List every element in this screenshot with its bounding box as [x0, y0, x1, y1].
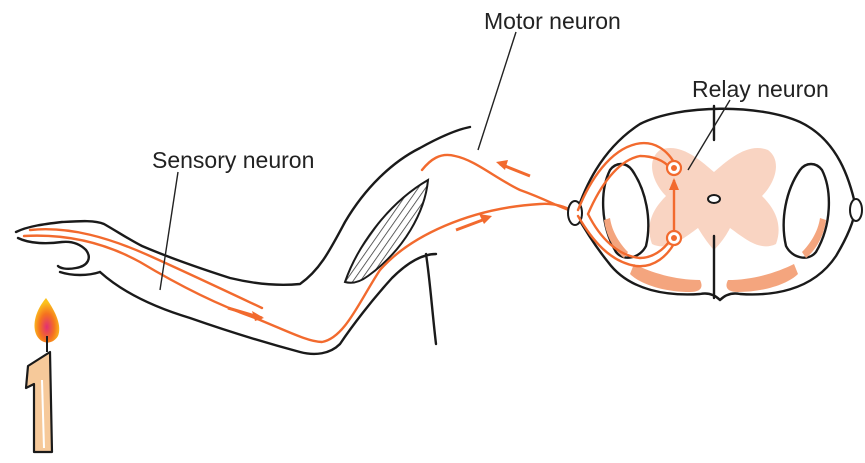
- nerve-pathways: [24, 155, 575, 342]
- candle-stimulus: [26, 298, 59, 452]
- torso-outline: [426, 254, 436, 344]
- central-canal: [708, 195, 720, 203]
- motor-synapse-dot: [671, 165, 677, 171]
- sensory-neuron-label: Sensory neuron: [152, 147, 314, 173]
- spinal-cord-cross-section: [568, 106, 862, 300]
- biceps-muscle: [345, 180, 428, 283]
- ventral-horn-right: [726, 264, 798, 292]
- arrow-icon: [479, 214, 492, 224]
- sensory-leader-line: [160, 172, 178, 290]
- hand-fingers-outline: [18, 238, 100, 275]
- right-root: [850, 199, 862, 221]
- sensory-synapse-dot: [671, 235, 677, 241]
- candle-body: [26, 352, 52, 452]
- arrow-icon: [496, 160, 508, 170]
- candle-flame-icon: [34, 298, 59, 343]
- motor-neuron-label: Motor neuron: [484, 8, 621, 34]
- relay-neuron-label: Relay neuron: [692, 76, 829, 102]
- arrow-icon: [252, 311, 264, 321]
- right-lateral-column: [784, 164, 829, 258]
- motor-leader-line: [478, 32, 516, 150]
